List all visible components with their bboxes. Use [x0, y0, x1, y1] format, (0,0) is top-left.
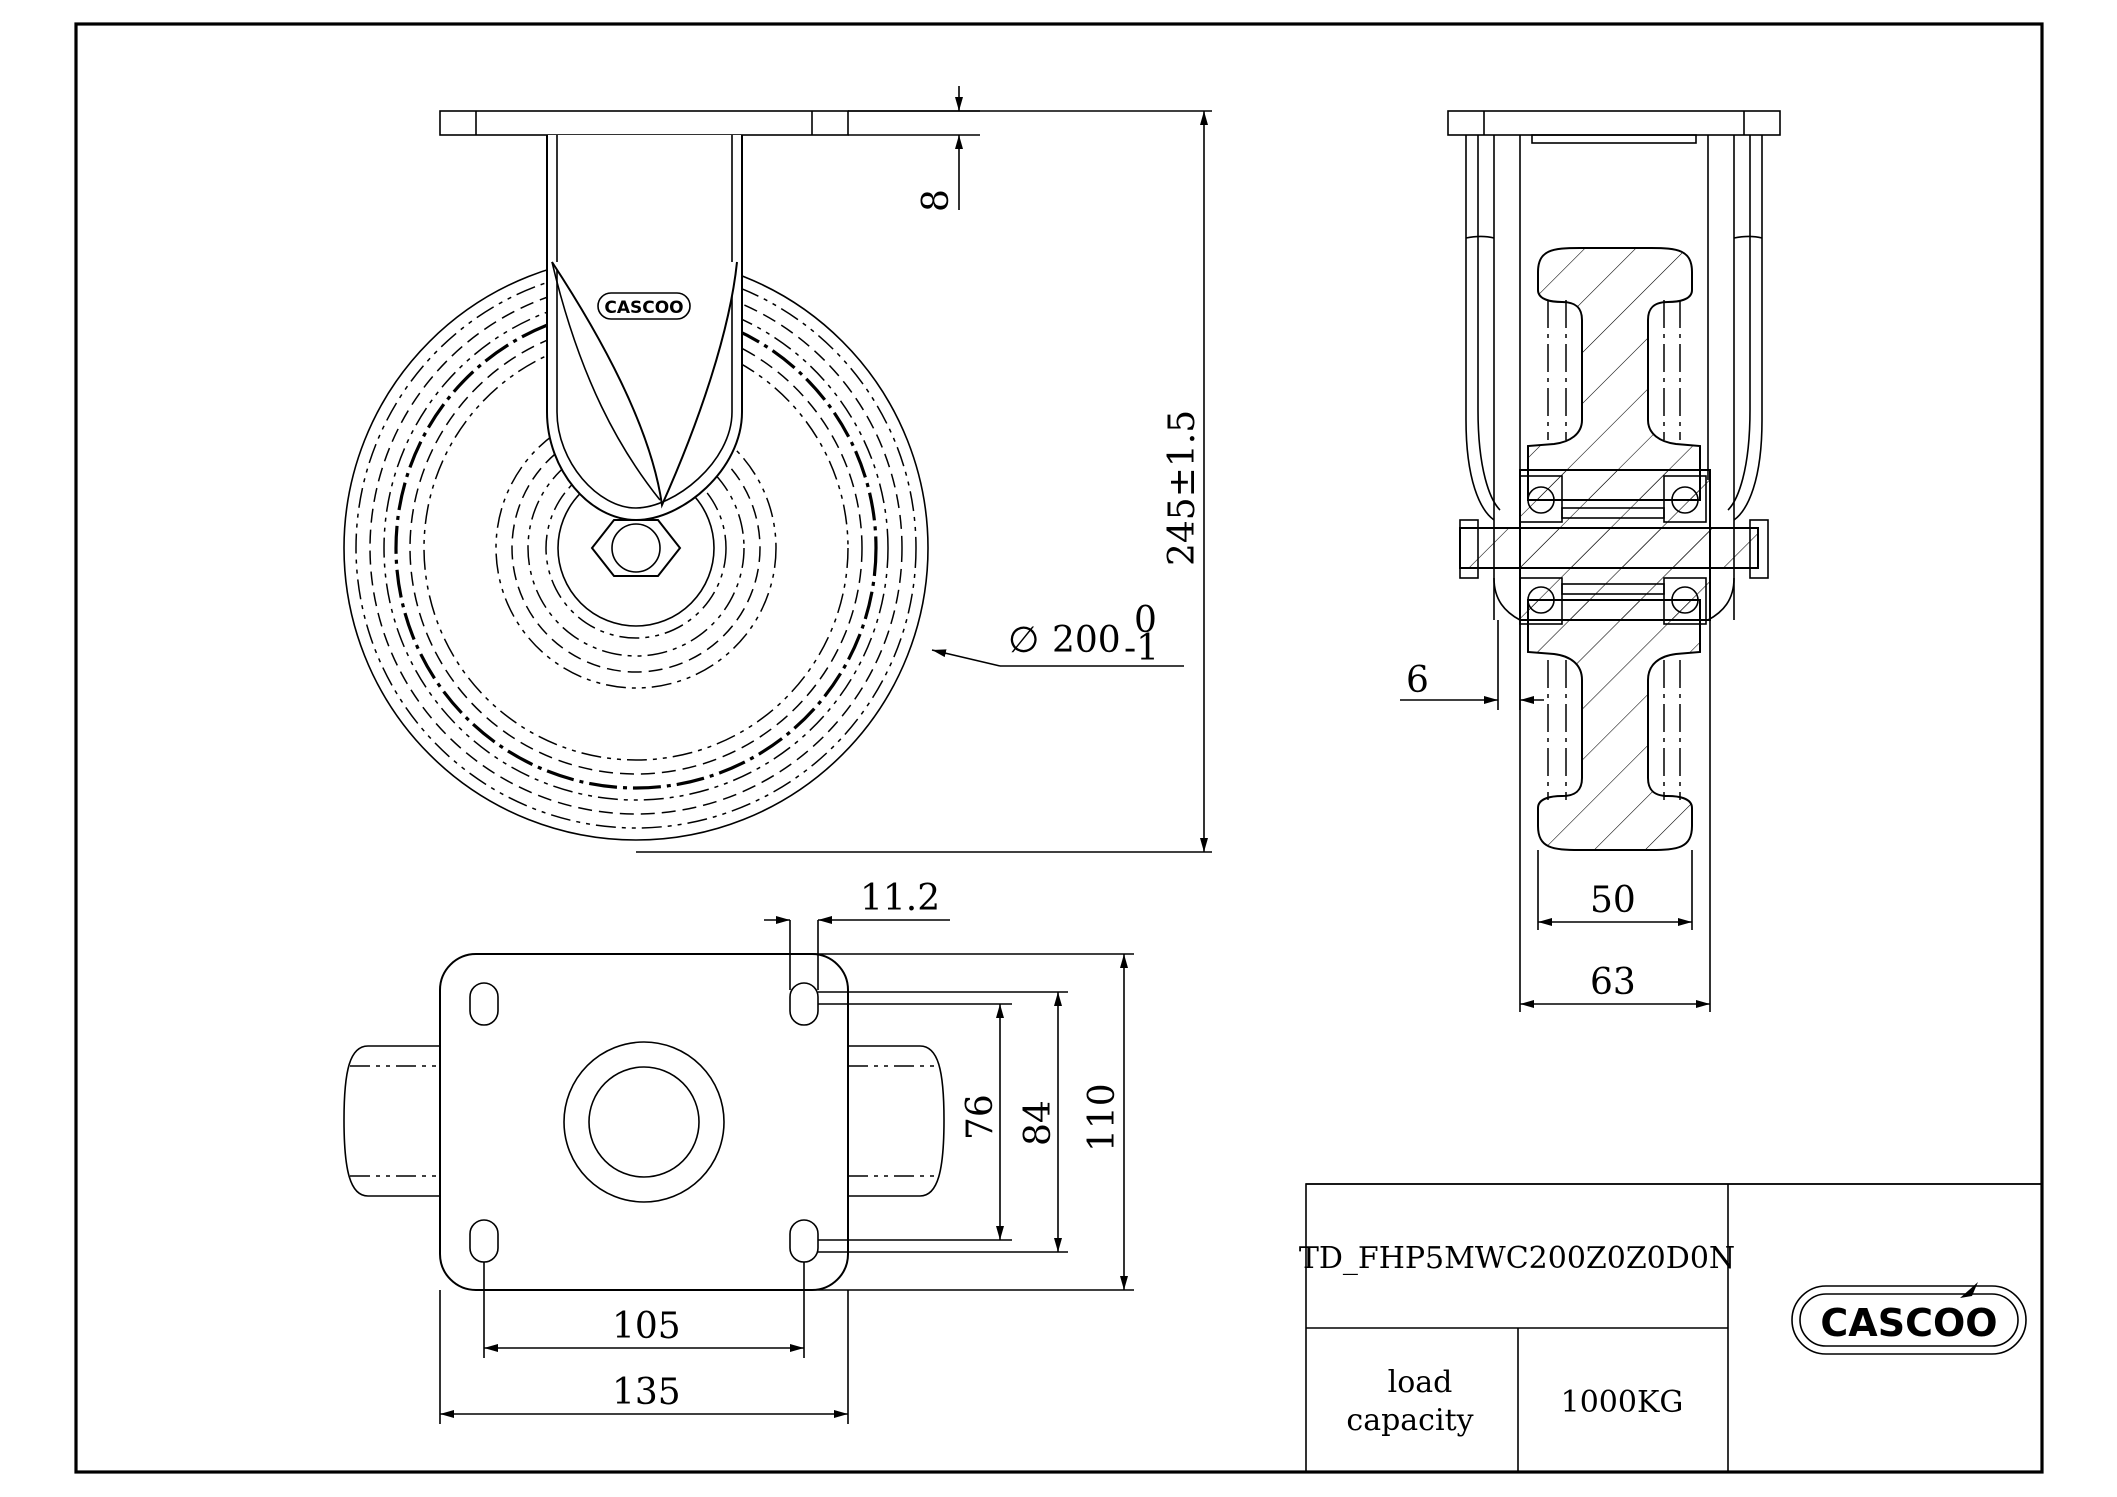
svg-text:135: 135 [612, 1372, 681, 1413]
svg-text:6: 6 [1406, 660, 1429, 701]
wheel-section-lower [1527, 599, 1701, 851]
part-number: TD_FHP5MWC200Z0Z0D0N [1299, 1241, 1735, 1276]
side-section-view: 6 50 63 [1400, 110, 1781, 1012]
load-value: 1000KG [1561, 1385, 1684, 1420]
dim-wheel-diameter: ∅ 200 0 -1 [931, 600, 1184, 669]
dim-hub-offset: 6 [1400, 620, 1544, 710]
svg-text:CASCOO: CASCOO [604, 298, 683, 318]
wheel-section-upper [1527, 247, 1701, 501]
dim-slot-width: 11.2 [764, 878, 950, 990]
svg-text:CASCOO: CASCOO [1820, 1301, 1997, 1345]
logo-arrow-icon [1960, 1282, 1978, 1298]
fork-logo: CASCOO [597, 292, 691, 320]
dim-hub-length: 63 [1519, 620, 1711, 1012]
dim-hole-spacing-84: 84 [818, 991, 1068, 1253]
svg-text:-1: -1 [1124, 628, 1159, 669]
axle-nut [590, 519, 682, 577]
svg-text:63: 63 [1590, 962, 1636, 1003]
center-boss [563, 1041, 725, 1203]
front-view: CASCOO 8 245±1.5 ∅ 200 0 -1 [343, 86, 1212, 853]
side-axle [1459, 527, 1759, 569]
svg-text:110: 110 [1082, 1083, 1123, 1152]
mounting-plate [439, 953, 849, 1291]
title-block: TD_FHP5MWC200Z0Z0D0N load capacity 1000K… [1299, 1183, 2043, 1473]
load-label-2: capacity [1346, 1403, 1473, 1438]
drawing-frame [74, 22, 2044, 1474]
svg-text:0: 0 [1134, 600, 1157, 641]
mounting-slot [469, 982, 499, 1026]
top-wheel [343, 1045, 945, 1197]
bearing-ball [1671, 486, 1699, 514]
svg-text:50: 50 [1590, 880, 1636, 921]
top-view: 11.2 76 84 110 105 [343, 878, 1134, 1424]
dim-wheel-width: 50 [1537, 850, 1693, 930]
bearing-ball [1527, 486, 1555, 514]
tyre-hidden-lines [1547, 300, 1681, 800]
bearing-ball [1671, 586, 1699, 614]
dim-plate-length: 135 [439, 1290, 849, 1424]
svg-text:84: 84 [1018, 1100, 1059, 1146]
side-top-plate [1447, 110, 1781, 136]
top-plate [439, 110, 849, 136]
brand-logo: CASCOO [1791, 1282, 2027, 1355]
dim-plate-thickness: 8 [848, 86, 980, 212]
svg-text:∅: ∅ [1008, 620, 1039, 661]
dim-hole-spacing-76: 76 [818, 1003, 1012, 1241]
bearing-ball [1527, 586, 1555, 614]
svg-text:8: 8 [916, 189, 957, 212]
dim-overall-height: 245±1.5 [636, 110, 1212, 853]
svg-text:76: 76 [960, 1094, 1001, 1140]
load-label-1: load [1388, 1365, 1453, 1400]
svg-text:11.2: 11.2 [860, 878, 940, 919]
dim-plate-width: 110 [810, 953, 1134, 1291]
svg-text:245±1.5: 245±1.5 [1162, 410, 1203, 566]
dim-hole-spacing-long: 105 [483, 1262, 805, 1358]
svg-text:105: 105 [612, 1306, 681, 1347]
svg-text:200: 200 [1052, 620, 1121, 661]
